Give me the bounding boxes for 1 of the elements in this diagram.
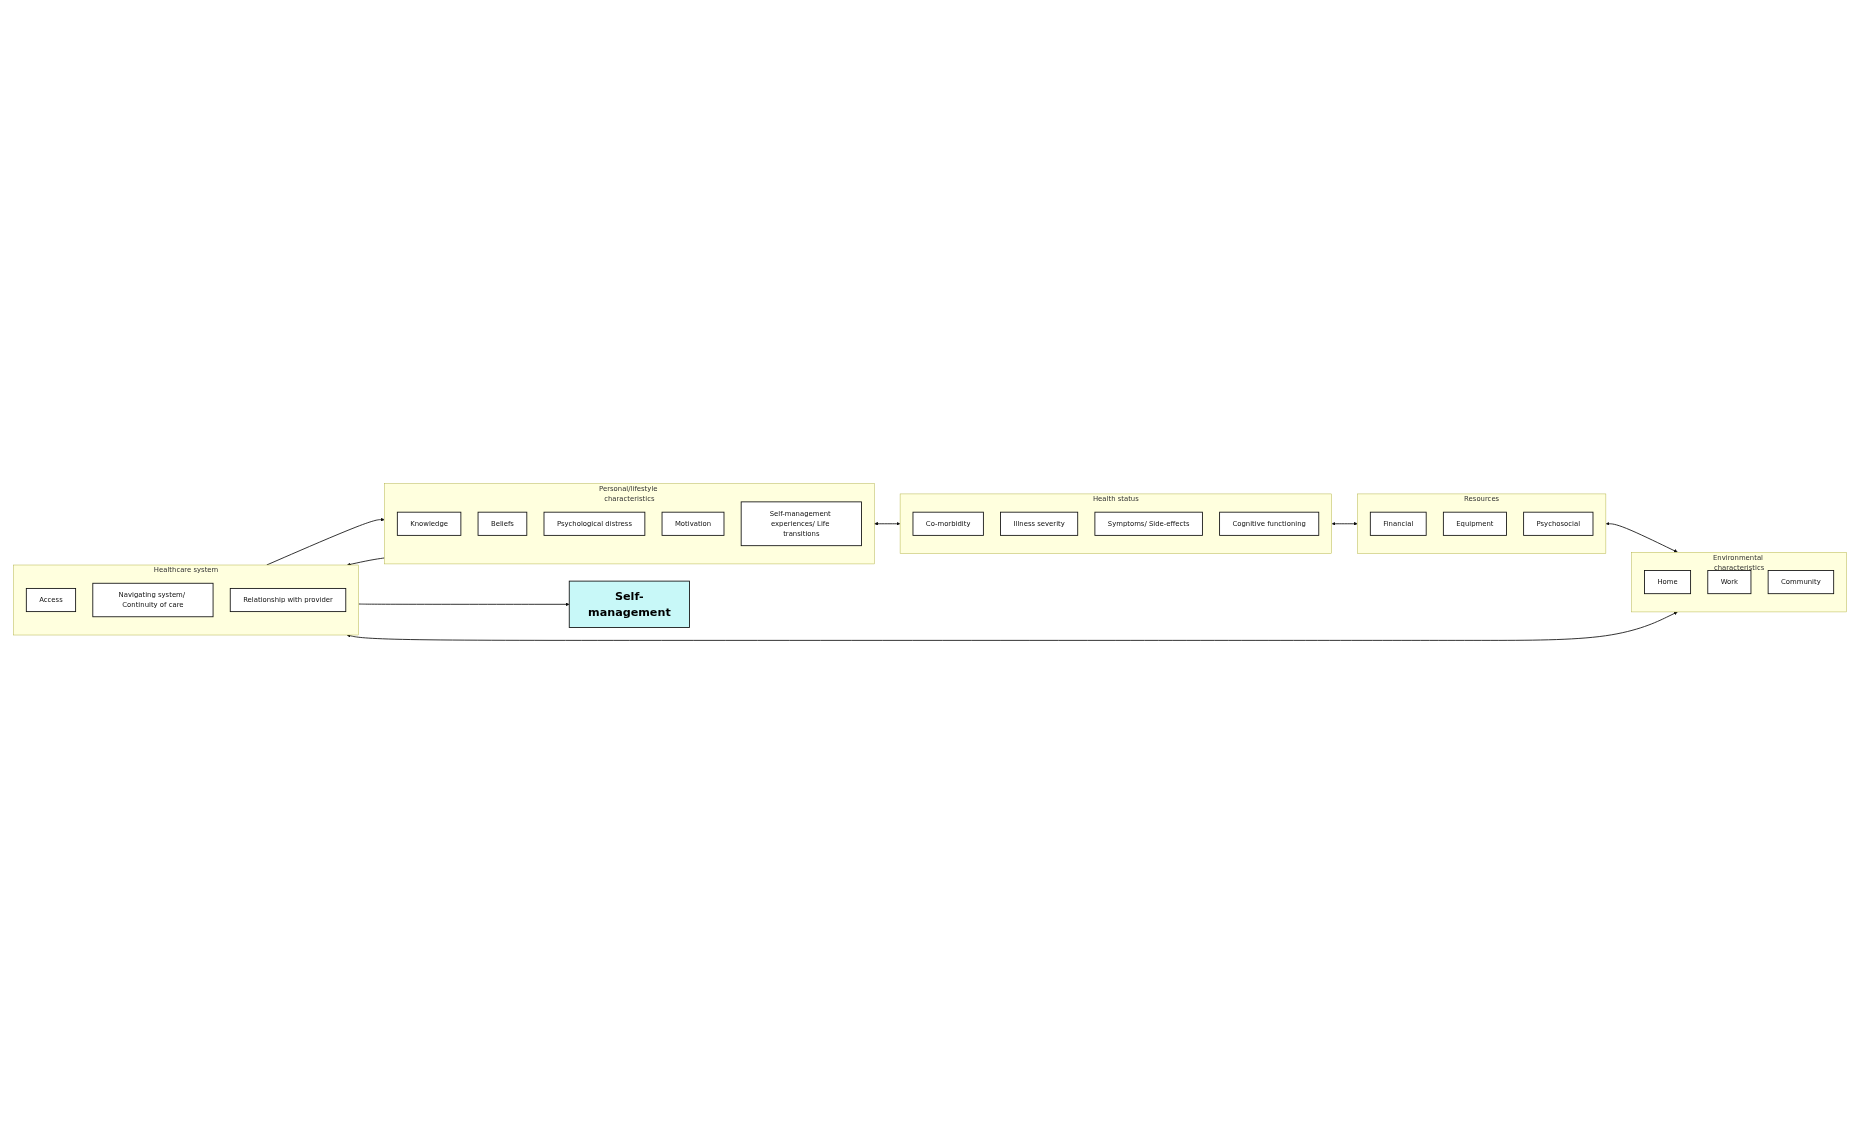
node-box: Self-management bbox=[568, 580, 690, 628]
